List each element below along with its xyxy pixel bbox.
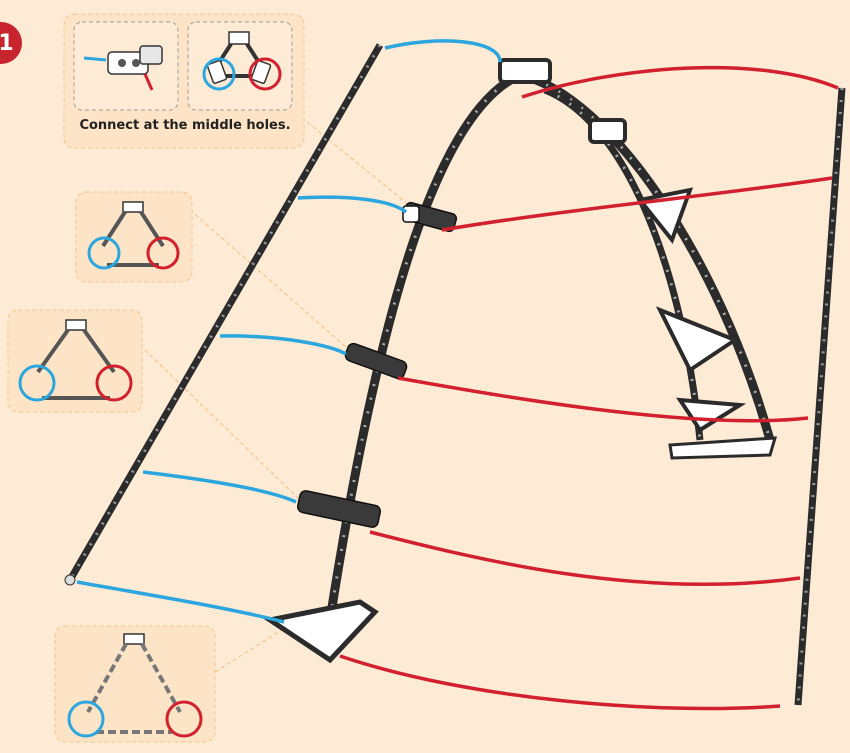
callout-box-triangle-3	[8, 310, 142, 412]
callout-box-triangle-4	[55, 626, 215, 742]
red-connection-lines	[340, 68, 838, 709]
instruction-caption: Connect at the middle holes.	[70, 118, 300, 133]
arch-triangles	[500, 60, 740, 430]
callout-box-triangle-2	[76, 192, 192, 282]
